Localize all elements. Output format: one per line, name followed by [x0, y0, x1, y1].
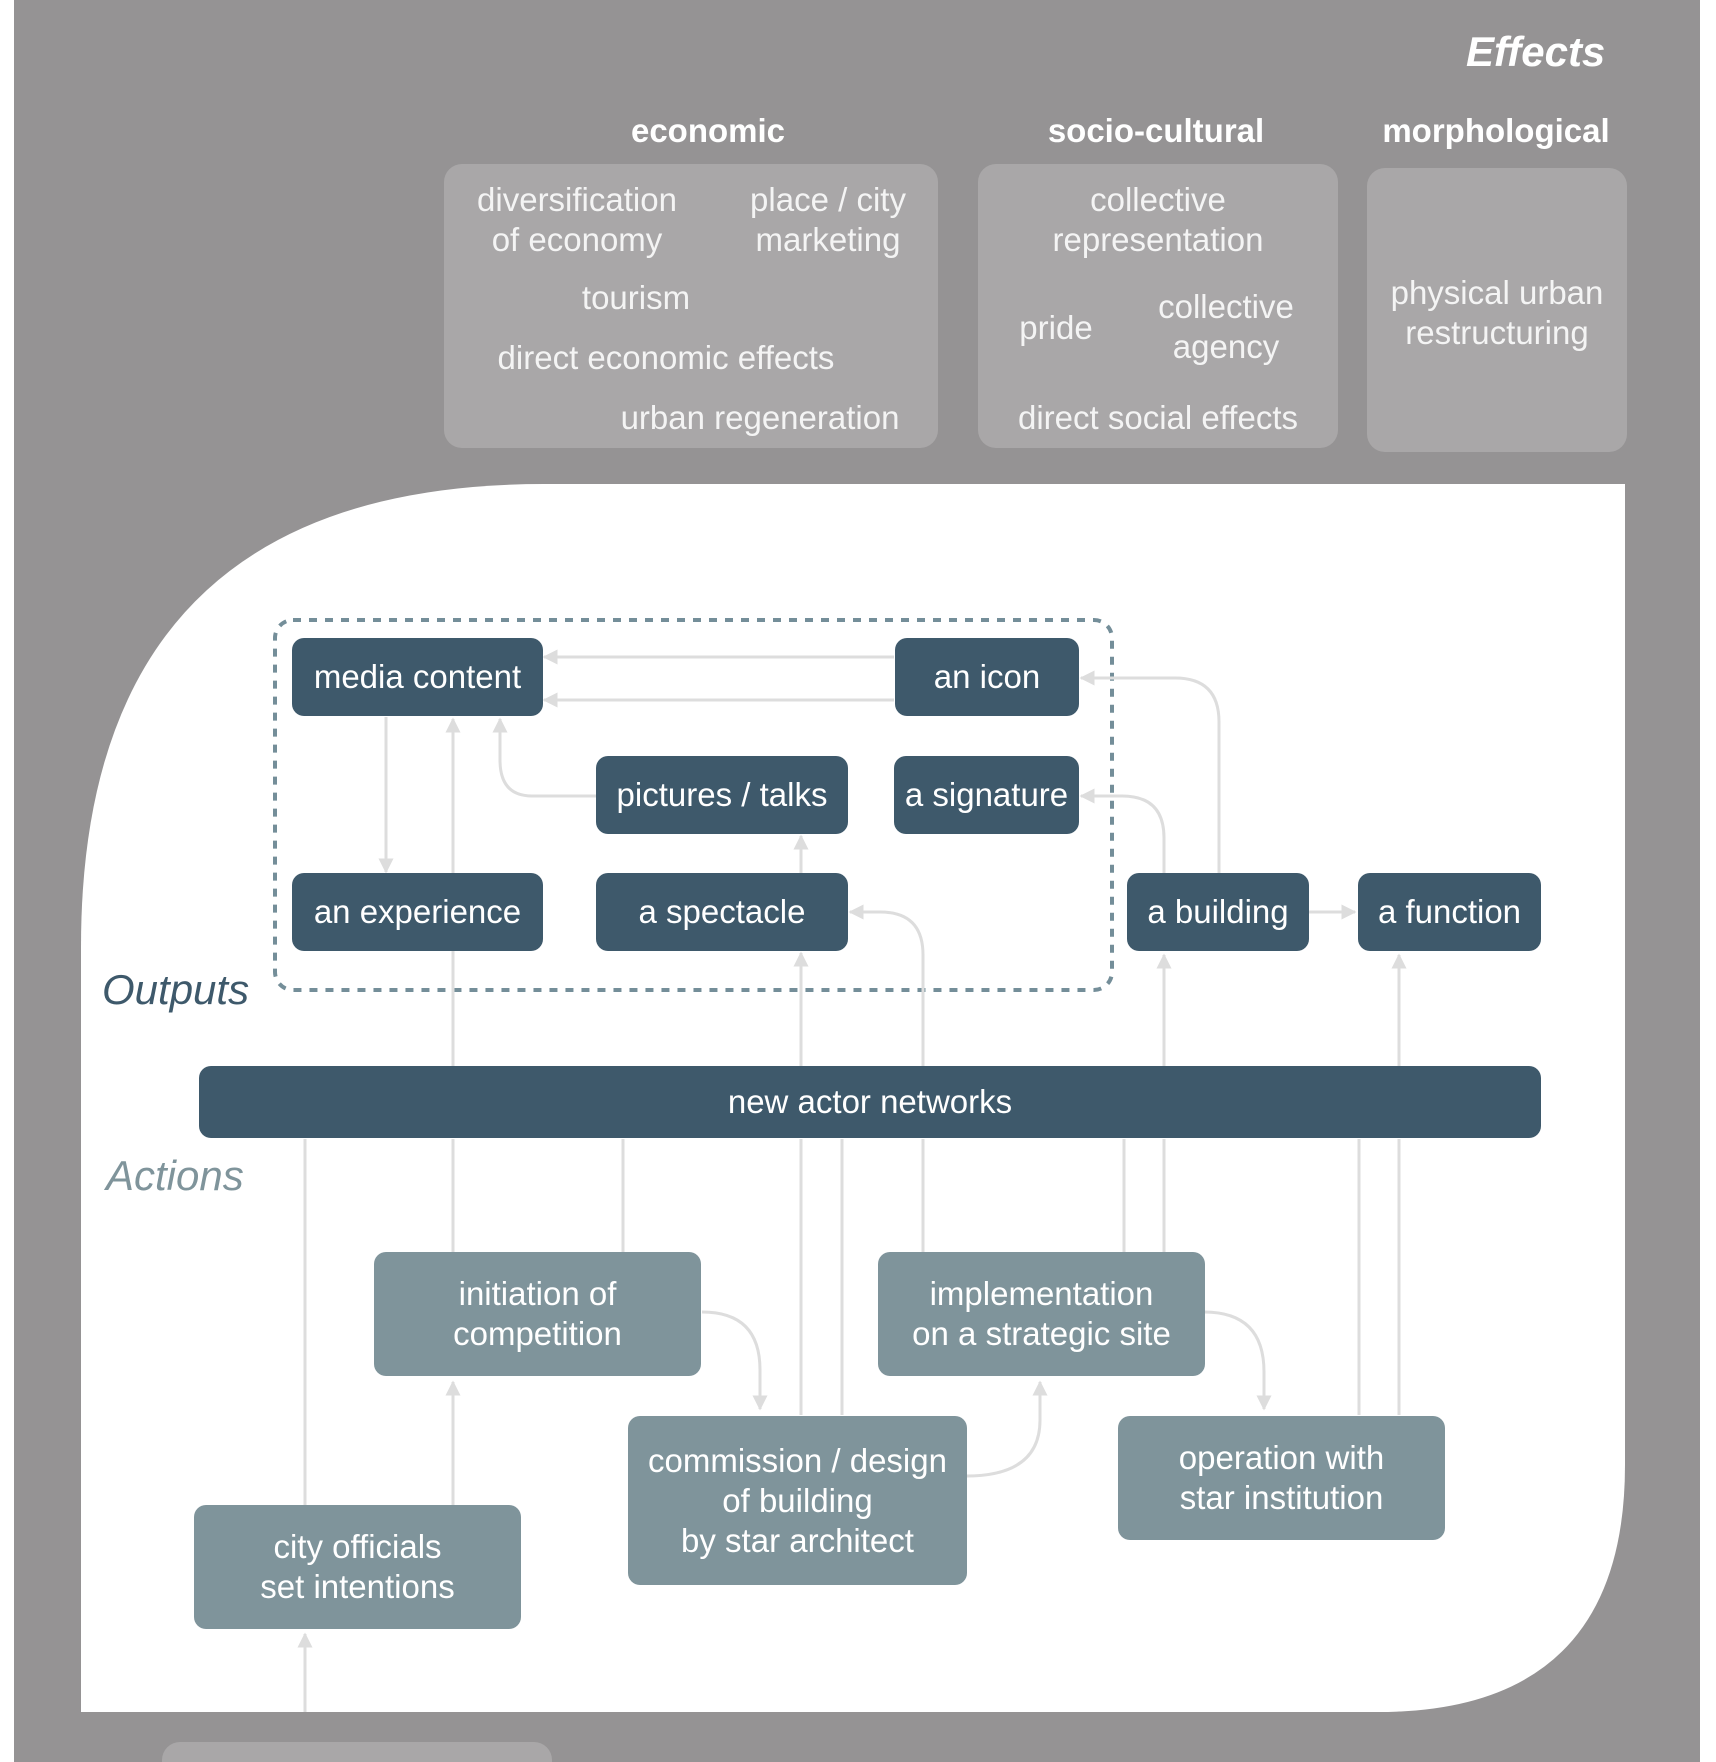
heading-morphological: morphological — [1382, 112, 1610, 149]
arrow-pictures-to-media — [492, 717, 596, 798]
effect-place-marketing: place / city marketing — [750, 181, 906, 258]
morphological-box — [1367, 168, 1627, 452]
node-a-function: a function — [1358, 873, 1541, 951]
economic-box — [444, 164, 938, 448]
arrow-commission-to-implementation — [965, 1380, 1048, 1478]
node-a-building: a building — [1127, 873, 1309, 951]
node-commission-design: commission / design of building by star … — [628, 1416, 967, 1585]
effect-pride: pride — [1019, 309, 1093, 346]
cropped-bottom-box — [162, 1742, 552, 1762]
node-pictures-talks: pictures / talks — [596, 756, 848, 834]
effect-diversification: diversification of economy — [477, 181, 677, 258]
node-a-spectacle: a spectacle — [596, 873, 848, 951]
node-an-icon: an icon — [895, 638, 1079, 716]
heading-economic: economic — [630, 112, 786, 149]
socio-cultural-box — [978, 164, 1338, 448]
outputs-label: Outputs — [102, 966, 250, 1013]
new-actor-networks-bar: new actor networks — [199, 1066, 1541, 1138]
node-an-experience: an experience — [292, 873, 543, 951]
effect-direct-economic: direct economic effects — [497, 339, 835, 376]
actions-label: Actions — [106, 1152, 244, 1199]
heading-socio-cultural: socio-cultural — [1047, 112, 1265, 149]
effects-title: Effects — [1466, 28, 1606, 75]
node-initiation-of-competition: initiation of competition — [374, 1252, 701, 1376]
node-media-content: media content — [292, 638, 543, 716]
effect-physical-restructuring: physical urban restructuring — [1390, 274, 1604, 351]
node-operation-star-institution: operation with star institution — [1118, 1416, 1445, 1540]
node-implementation-strategic-site: implementation on a strategic site — [878, 1252, 1205, 1376]
node-a-signature: a signature — [894, 756, 1079, 834]
line-to-spectacle-curve — [848, 904, 925, 1066]
outputs-group — [273, 618, 1114, 992]
effect-tourism: tourism — [581, 279, 691, 316]
arrow-initiation-to-commission — [701, 1310, 768, 1411]
arrow-building-to-icon — [1079, 670, 1221, 874]
effect-collective-representation: collective representation — [1052, 181, 1264, 258]
effect-urban-regeneration: urban regeneration — [620, 399, 900, 436]
effect-direct-social: direct social effects — [1017, 399, 1299, 436]
arrow-implementation-to-operation — [1203, 1310, 1272, 1411]
node-city-officials: city officials set intentions — [194, 1505, 521, 1629]
arrow-building-to-signature — [1079, 788, 1166, 874]
effect-collective-agency: collective agency — [1158, 288, 1294, 365]
